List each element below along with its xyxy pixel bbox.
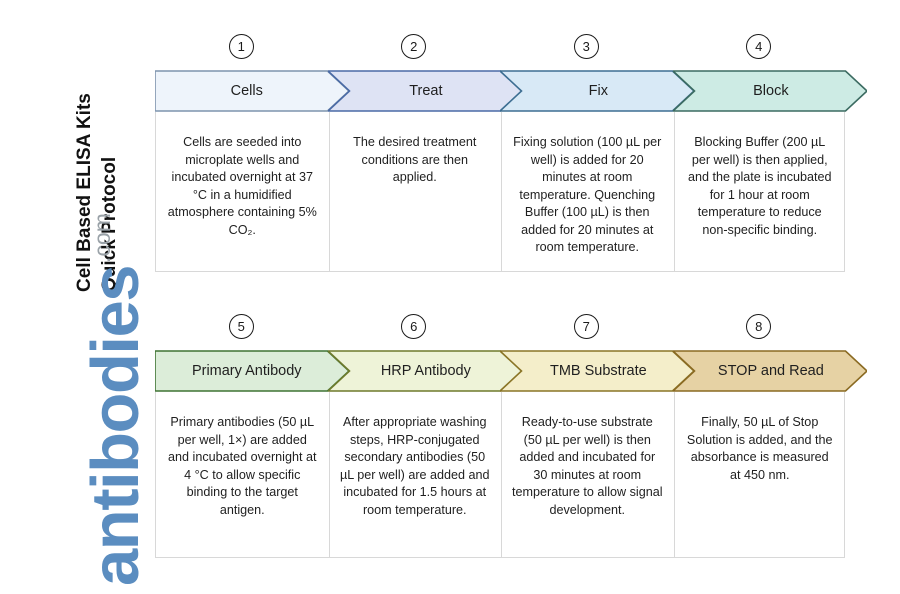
- chevron-label-2: Treat: [409, 83, 443, 99]
- step-number-badge-8: 8: [746, 314, 772, 339]
- chevron-step-4[interactable]: Block: [672, 70, 867, 112]
- chevron-track-1: Cells Treat Fix Block: [155, 70, 867, 112]
- chevron-step-7[interactable]: TMB Substrate: [500, 350, 695, 392]
- chevron-step-1[interactable]: Cells: [155, 70, 350, 112]
- step-number-badge-6: 6: [401, 314, 427, 339]
- chevron-shape-8: [672, 350, 867, 392]
- chevron-label-7: TMB Substrate: [549, 363, 647, 379]
- antibodies-logo: antibodies .com: [16, 213, 153, 586]
- body-divider: [501, 392, 502, 558]
- step-number-badge-3: 3: [573, 34, 599, 59]
- step-number-track-1: 1 2 3 4: [155, 34, 845, 70]
- step-body-text-5: Primary antibodies (50 µL per well, 1×) …: [168, 415, 317, 517]
- chevron-label-4: Block: [753, 83, 789, 99]
- chevron-label-8: STOP and Read: [717, 363, 824, 379]
- logo-tld: .com: [89, 213, 115, 263]
- chevron-label-3: Fix: [588, 83, 609, 99]
- step-body-text-7: Ready-to-use substrate (50 µL per well) …: [512, 415, 663, 517]
- chevron-label-1: Cells: [230, 83, 263, 99]
- step-body-text-3: Fixing solution (100 µL per well) is add…: [513, 135, 662, 254]
- body-divider: [328, 112, 330, 272]
- step-body-1: Cells are seeded into microplate wells a…: [156, 112, 329, 272]
- step-body-2: The desired treatment conditions are the…: [328, 112, 502, 272]
- step-number-track-2: 5 6 7 8: [155, 314, 845, 350]
- chevron-step-2[interactable]: Treat: [327, 70, 522, 112]
- logo-wordmark: antibodies: [78, 265, 154, 586]
- step-body-6: After appropriate washing steps, HRP-con…: [328, 392, 502, 558]
- step-body-3: Fixing solution (100 µL per well) is add…: [501, 112, 674, 272]
- body-divider: [501, 112, 502, 272]
- chevron-shape-4: [672, 70, 867, 112]
- step-body-text-6: After appropriate washing steps, HRP-con…: [339, 415, 490, 517]
- step-body-text-8: Finally, 50 µL of Stop Solution is added…: [686, 415, 833, 482]
- left-rail: Cell Based ELISA Kits Quick Protocol ant…: [0, 0, 155, 594]
- chevron-track-2: Primary Antibody HRP Antibody TMB Substrat…: [155, 350, 867, 392]
- protocol-row-2: 5 6 7 8 Primary Antibody HRP Antibody TMB Sub…: [155, 314, 867, 558]
- step-body-4: Blocking Buffer (200 µL per well) is the…: [673, 112, 847, 272]
- step-body-8: Finally, 50 µL of Stop Solution is added…: [673, 392, 847, 558]
- chevron-step-6[interactable]: HRP Antibody: [327, 350, 522, 392]
- body-divider: [673, 392, 675, 558]
- step-body-text-2: The desired treatment conditions are the…: [353, 135, 477, 184]
- protocol-row-1: 1 2 3 4 Cells Treat Fix Block Cells are seeded…: [155, 34, 867, 272]
- step-body-5: Primary antibodies (50 µL per well, 1×) …: [156, 392, 329, 558]
- step-body-track-1: Cells are seeded into microplate wells a…: [155, 112, 845, 272]
- body-divider: [673, 112, 675, 272]
- step-body-track-2: Primary antibodies (50 µL per well, 1×) …: [155, 392, 845, 558]
- chevron-label-5: Primary Antibody: [191, 363, 302, 379]
- chevron-step-5[interactable]: Primary Antibody: [155, 350, 350, 392]
- step-body-text-1: Cells are seeded into microplate wells a…: [167, 135, 317, 237]
- step-number-badge-2: 2: [401, 34, 427, 59]
- step-number-badge-5: 5: [228, 314, 254, 339]
- body-divider: [328, 392, 330, 558]
- step-number-badge-4: 4: [746, 34, 772, 59]
- step-number-badge-1: 1: [228, 34, 254, 59]
- step-number-badge-7: 7: [573, 314, 599, 339]
- step-body-text-4: Blocking Buffer (200 µL per well) is the…: [687, 135, 832, 237]
- chevron-label-6: HRP Antibody: [380, 363, 471, 379]
- chevron-step-3[interactable]: Fix: [500, 70, 695, 112]
- chevron-step-8[interactable]: STOP and Read: [672, 350, 867, 392]
- step-body-7: Ready-to-use substrate (50 µL per well) …: [501, 392, 674, 558]
